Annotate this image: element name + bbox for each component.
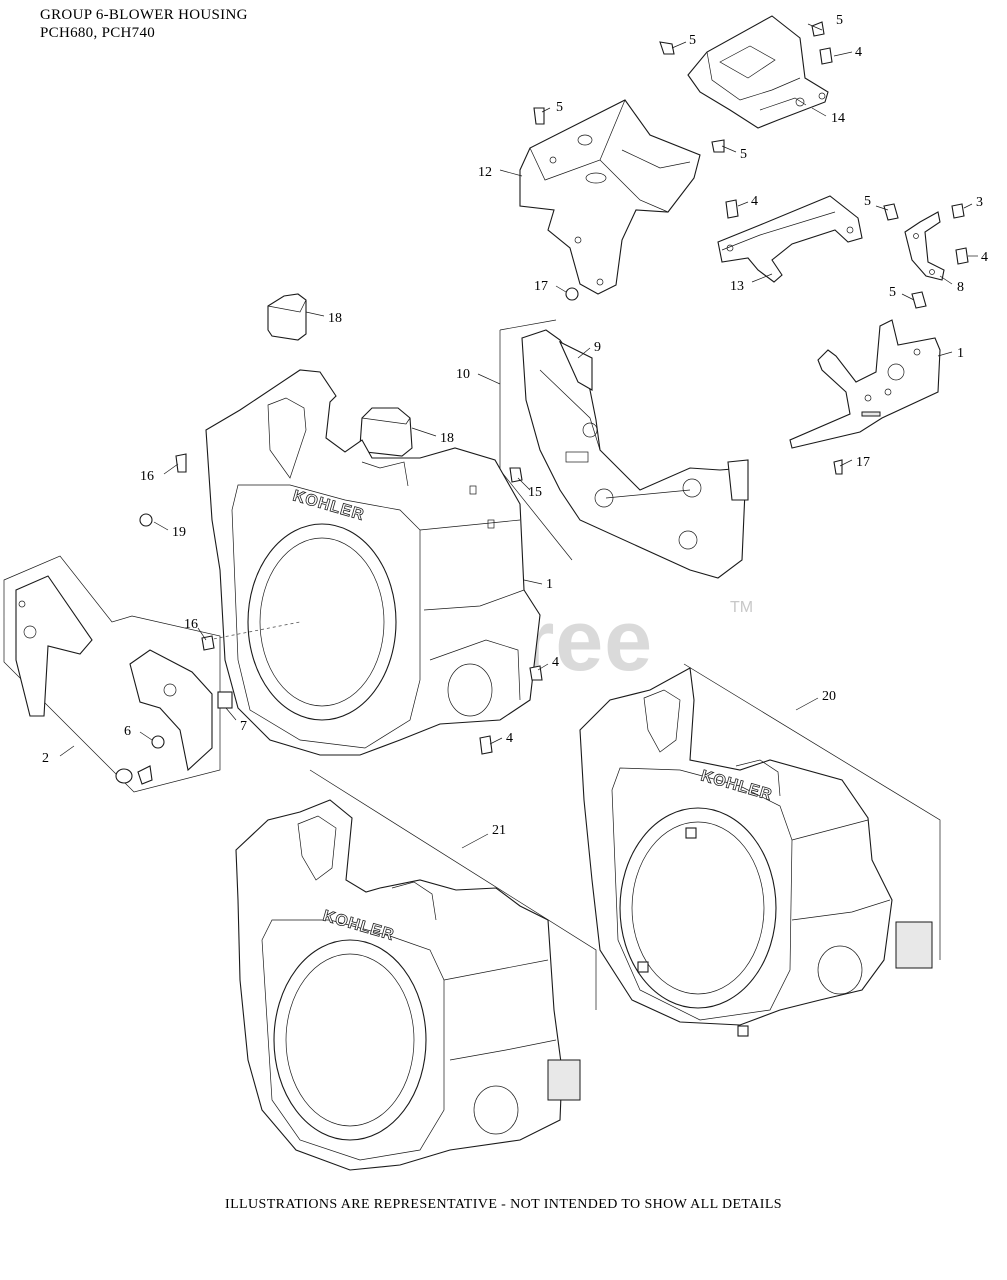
callout-number: 10 — [456, 367, 470, 382]
part-18-plug-lower — [359, 407, 413, 457]
callout-number: 16 — [140, 469, 154, 484]
callout-number: 5 — [689, 33, 696, 48]
screw-4-d — [529, 665, 543, 681]
watermark-trademark: TM — [730, 599, 753, 616]
screw-4-c — [955, 247, 969, 265]
callout-number: 4 — [981, 250, 988, 265]
callout-number: 7 — [240, 719, 247, 734]
callout-number: 20 — [822, 689, 836, 704]
callout-number: 15 — [528, 485, 542, 500]
callout-number: 1 — [957, 346, 964, 361]
screw-16-a — [175, 453, 187, 473]
disclaimer-note: ILLUSTRATIONS ARE REPRESENTATIVE - NOT I… — [225, 1197, 782, 1212]
callout-number: 21 — [492, 823, 506, 838]
screw-4-b — [725, 199, 739, 219]
callout-number: 6 — [124, 724, 131, 739]
callout-number: 19 — [172, 525, 186, 540]
screw-15 — [509, 467, 523, 483]
callout-number: 8 — [957, 280, 964, 295]
screw-5-a — [659, 41, 675, 55]
callout-number: 17 — [534, 279, 548, 294]
fasteners — [139, 21, 969, 755]
diagram-title: GROUP 6-BLOWER HOUSING — [40, 7, 248, 23]
model-numbers: PCH680, PCH740 — [40, 25, 156, 41]
callout-number: 4 — [751, 194, 758, 209]
callout-number: 16 — [184, 617, 198, 632]
screw-5-c — [533, 107, 545, 125]
callout-number: 5 — [864, 194, 871, 209]
callout-number: 5 — [740, 147, 747, 162]
callout-number: 4 — [855, 45, 862, 60]
part-13-bracket — [717, 195, 863, 283]
screw-16-b — [201, 635, 215, 651]
leader-lines — [59, 23, 978, 849]
nut-17-b — [833, 459, 843, 475]
callout-number: 12 — [478, 165, 492, 180]
screw-4-e — [479, 735, 493, 755]
callout-number: 13 — [730, 279, 744, 294]
callout-number: 9 — [594, 340, 601, 355]
callout-number: 5 — [556, 100, 563, 115]
screw-3 — [951, 203, 965, 219]
blower-housing-21: KOHLER — [235, 769, 597, 1171]
screw-5-e — [883, 203, 899, 221]
part-9-10-baffle — [499, 319, 749, 579]
callout-labels: 5 5 4 5 14 12 5 4 5 3 4 13 8 17 18 5 9 1… — [42, 13, 988, 838]
callout-number: 14 — [831, 111, 845, 126]
callout-number: 5 — [889, 285, 896, 300]
part-12-bracket — [519, 99, 701, 295]
screw-5-b — [811, 21, 825, 37]
screw-5-f — [911, 291, 927, 309]
callout-number: 17 — [856, 455, 870, 470]
nut-19 — [139, 513, 153, 527]
screw-4-a — [819, 47, 833, 65]
part-2-plate — [3, 555, 301, 793]
nut-17-a — [565, 287, 579, 301]
callout-number: 5 — [836, 13, 843, 28]
part-8-bracket — [904, 211, 945, 281]
screw-6 — [151, 735, 165, 749]
callout-number: 2 — [42, 751, 49, 766]
screw-5-d — [711, 139, 725, 153]
callout-number: 18 — [440, 431, 454, 446]
blower-housing-20: KOHLER — [579, 663, 941, 1037]
callout-number: 1 — [546, 577, 553, 592]
callout-number: 18 — [328, 311, 342, 326]
part-18-plug-upper — [267, 293, 307, 341]
blower-housing-main: KOHLER — [205, 369, 541, 756]
callout-number: 4 — [506, 731, 513, 746]
part-14-bracket — [687, 15, 829, 129]
callout-number: 4 — [552, 655, 559, 670]
part-1-bracket-right — [789, 319, 941, 449]
callout-number: 3 — [976, 195, 983, 210]
